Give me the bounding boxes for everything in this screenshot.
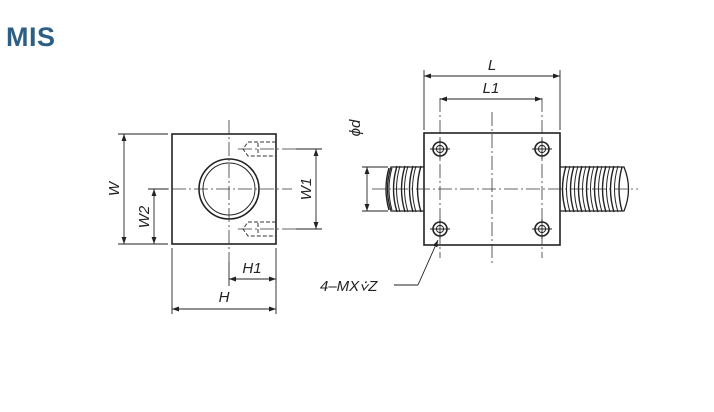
dim-l: L xyxy=(423,57,561,130)
dim-h1: H1 xyxy=(228,248,277,314)
hidden-tapped-hole-top xyxy=(238,141,296,157)
dim-h-label: H xyxy=(219,289,230,306)
dim-w1: W1 xyxy=(296,148,322,230)
dim-l1-label: L1 xyxy=(483,80,500,97)
top-view: L L1 ϕd 4–MX⩒Z xyxy=(320,57,638,295)
dim-d-label: ϕd xyxy=(347,119,364,136)
dim-w: W xyxy=(106,133,168,245)
mounting-hole-tl xyxy=(430,139,450,159)
dim-w2-label: W2 xyxy=(136,205,153,228)
dim-w-label: W xyxy=(106,180,123,196)
hole-callout: 4–MX⩒Z xyxy=(320,239,439,295)
mounting-hole-bl xyxy=(430,219,450,239)
dim-l-label: L xyxy=(488,57,496,74)
mounting-hole-tr xyxy=(532,139,552,159)
dim-d: ϕd xyxy=(347,119,388,212)
hole-callout-label: 4–MX⩒Z xyxy=(320,278,378,295)
front-view: W W2 W1 H1 H xyxy=(106,120,322,314)
dim-l1: L1 xyxy=(440,80,542,102)
page-title: MIS xyxy=(6,22,56,52)
dim-w2: W2 xyxy=(136,188,168,244)
dim-h: H xyxy=(171,248,276,314)
hidden-tapped-hole-bottom xyxy=(238,221,296,237)
dim-h1-label: H1 xyxy=(242,260,261,277)
dim-w1-label: W1 xyxy=(298,178,315,201)
mounting-hole-br xyxy=(532,219,552,239)
